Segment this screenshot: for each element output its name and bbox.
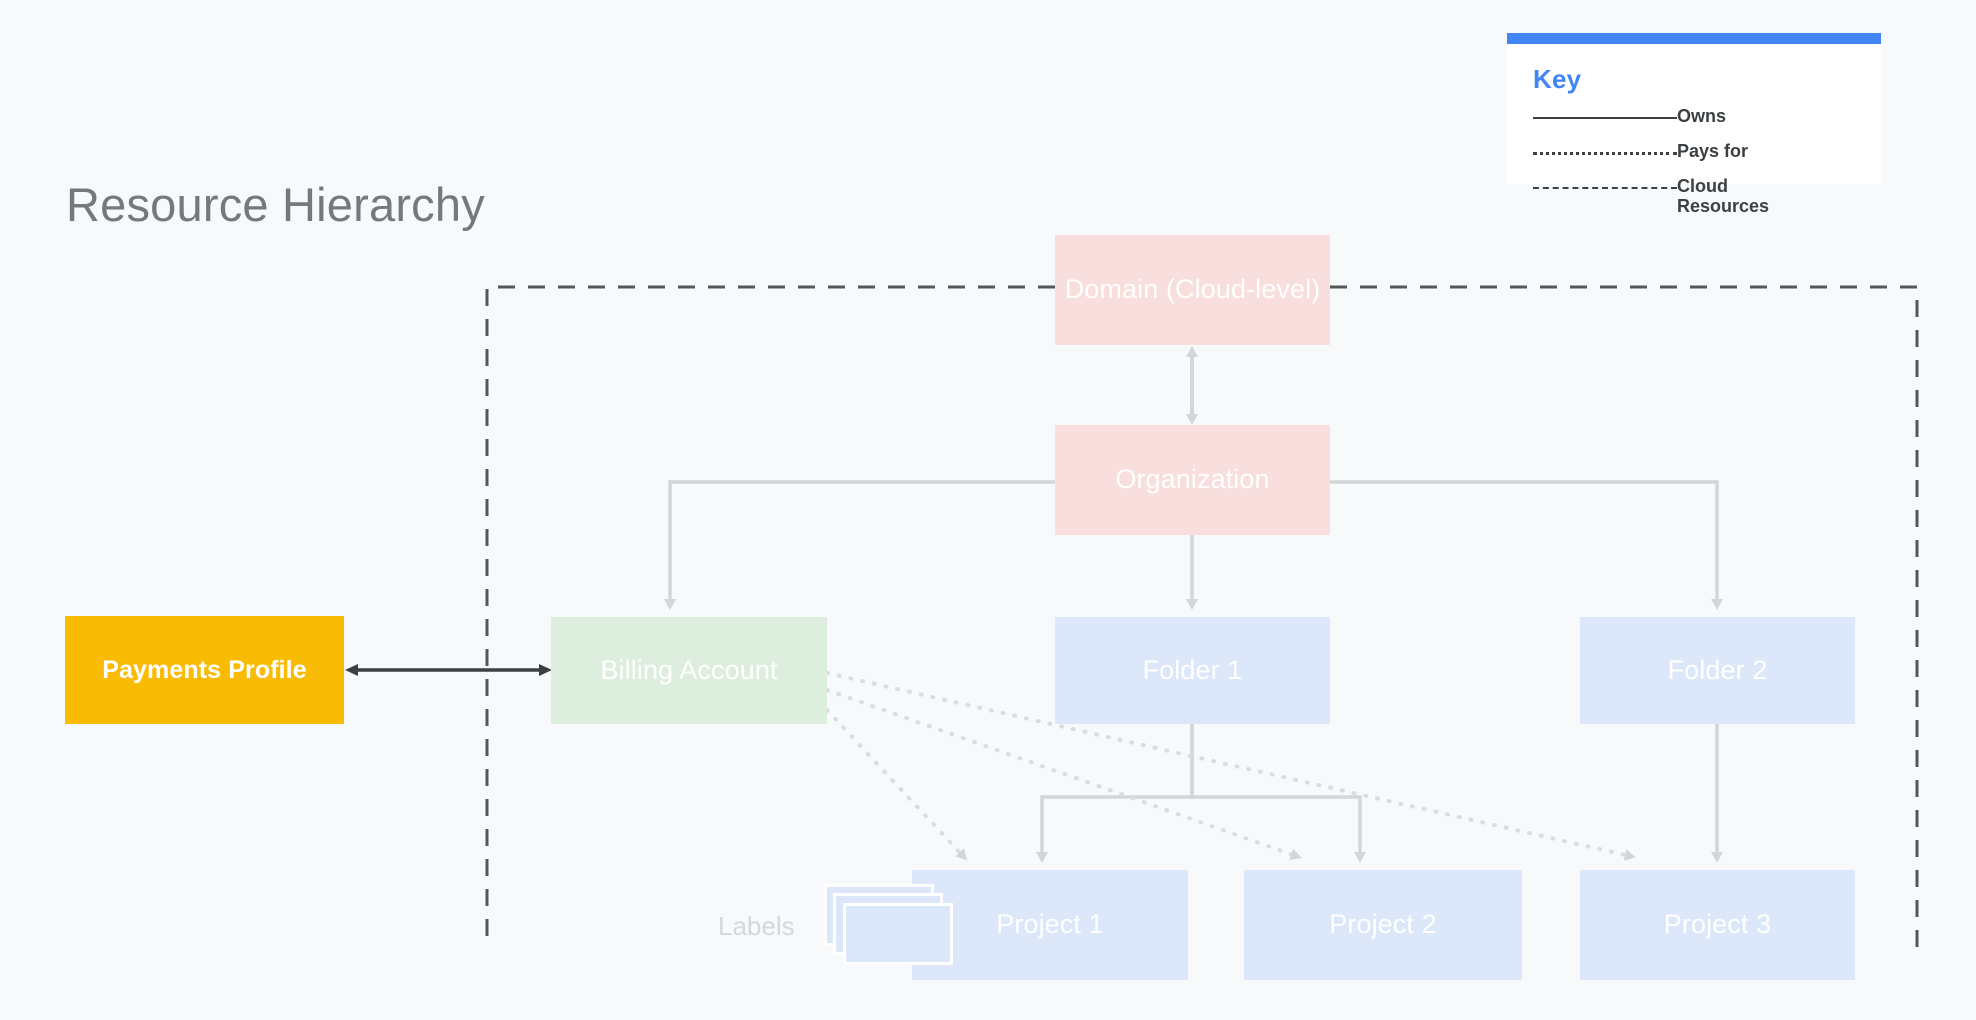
key-heading: Key: [1533, 64, 1582, 94]
key-row-pays-for: Pays for: [1533, 141, 1855, 176]
node-project-2-label: Project 2: [1329, 909, 1437, 940]
node-domain-label: Domain (Cloud-level): [1064, 274, 1321, 305]
node-folder-2-label: Folder 2: [1667, 654, 1768, 685]
node-payments-profile-label: Payments Profile: [102, 655, 307, 684]
node-payments-profile[interactable]: Payments Profile: [65, 616, 344, 724]
node-project-3[interactable]: Project 3: [1580, 870, 1855, 980]
node-folder-1-label: Folder 1: [1142, 654, 1243, 685]
node-project-3-label: Project 3: [1663, 909, 1772, 940]
node-folder-1[interactable]: Folder 1: [1055, 617, 1330, 724]
labels-card-front: [843, 903, 953, 965]
edge-organization-billing: [664, 480, 1055, 610]
edge-organization-folder2: [1330, 480, 1723, 610]
solid-line-icon: [1533, 110, 1677, 126]
edge-billing-project1: [825, 708, 968, 861]
key-label-cloud-resources: Cloud Resources: [1677, 176, 1770, 217]
key-label-pays-for: Pays for: [1677, 141, 1749, 161]
node-project-1[interactable]: Project 1: [912, 870, 1188, 980]
node-project-1-label: Project 1: [996, 909, 1104, 940]
dotted-line-icon: [1533, 145, 1677, 161]
key-row-owns: Owns: [1533, 106, 1855, 141]
page-title: Resource Hierarchy: [66, 178, 485, 231]
node-organization[interactable]: Organization: [1055, 425, 1330, 535]
node-organization-label: Organization: [1115, 464, 1270, 495]
node-folder-2[interactable]: Folder 2: [1580, 617, 1855, 724]
node-project-2[interactable]: Project 2: [1244, 870, 1522, 980]
labels-annotation: Labels: [718, 911, 795, 941]
key-label-owns: Owns: [1677, 106, 1727, 126]
key-rows: Owns Pays for Cloud Resources: [1533, 106, 1855, 216]
node-billing-account-label: Billing Account: [600, 654, 778, 685]
labels-stack-icon: [824, 884, 964, 970]
node-domain[interactable]: Domain (Cloud-level): [1055, 235, 1330, 345]
edge-folder1-project2: [1190, 724, 1366, 863]
key-accent-bar: [1507, 33, 1881, 44]
key-legend: Key Owns Pays for: [1507, 33, 1881, 216]
edge-folder1-project1: [1036, 724, 1194, 863]
key-row-cloud-resources: Cloud Resources: [1533, 176, 1855, 216]
dashed-line-icon: [1533, 180, 1677, 196]
node-billing-account[interactable]: Billing Account: [551, 617, 827, 724]
